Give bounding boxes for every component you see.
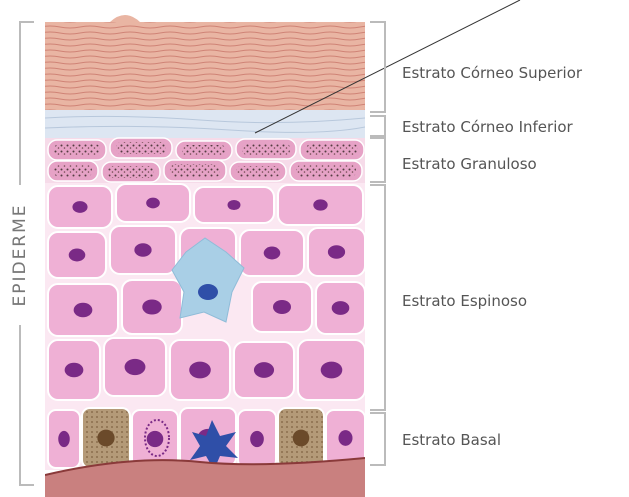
- bracket-corneo-inferior: [370, 116, 385, 136]
- cell-nucleus: [147, 431, 164, 447]
- cell-nucleus: [72, 201, 87, 213]
- cell-nucleus: [69, 249, 86, 262]
- cell-nucleus: [328, 245, 345, 258]
- cell-nucleus: [273, 300, 291, 314]
- skin-illustration: [45, 15, 365, 497]
- cell-nucleus: [74, 303, 93, 318]
- cell-nucleus: [313, 199, 327, 210]
- cell-nucleus: [332, 301, 350, 315]
- stratum-basale-cells: [45, 405, 365, 470]
- cell-nucleus: [58, 431, 70, 447]
- label-corneo-inferior: Estrato Córneo Inferior: [402, 118, 574, 136]
- cell-nucleus: [134, 243, 151, 256]
- stratum-spinosum-cells: [45, 183, 365, 408]
- cell-nucleus: [97, 430, 114, 447]
- layer-brackets: [370, 22, 385, 465]
- cell-nucleus: [146, 198, 160, 209]
- stratum-granulosum-cells: [45, 138, 365, 183]
- label-basal: Estrato Basal: [402, 431, 501, 449]
- bracket-corneo-superior: [370, 22, 385, 112]
- label-espinoso: Estrato Espinoso: [402, 292, 527, 310]
- cell-nucleus: [125, 359, 146, 375]
- cell-nucleus: [264, 247, 281, 260]
- bracket-basal: [370, 413, 385, 465]
- cell-nucleus: [189, 362, 211, 379]
- cell-nucleus: [228, 200, 241, 210]
- cell-nucleus: [65, 363, 84, 378]
- bracket-espinoso: [370, 185, 385, 410]
- cell-nucleus: [142, 299, 161, 314]
- label-corneo-superior: Estrato Córneo Superior: [402, 64, 583, 82]
- cell-nucleus: [254, 362, 274, 378]
- bracket-granuloso: [370, 138, 385, 182]
- langerhans-nucleus: [198, 284, 218, 300]
- epidermis-side-label: EPIDERME: [10, 203, 30, 306]
- label-granuloso: Estrato Granuloso: [402, 155, 537, 173]
- cell-nucleus: [250, 431, 264, 447]
- cell-nucleus: [293, 430, 310, 447]
- stratum-corneum-inferior-band: [45, 110, 365, 140]
- cell-nucleus: [338, 430, 352, 446]
- cell-nucleus: [321, 362, 343, 379]
